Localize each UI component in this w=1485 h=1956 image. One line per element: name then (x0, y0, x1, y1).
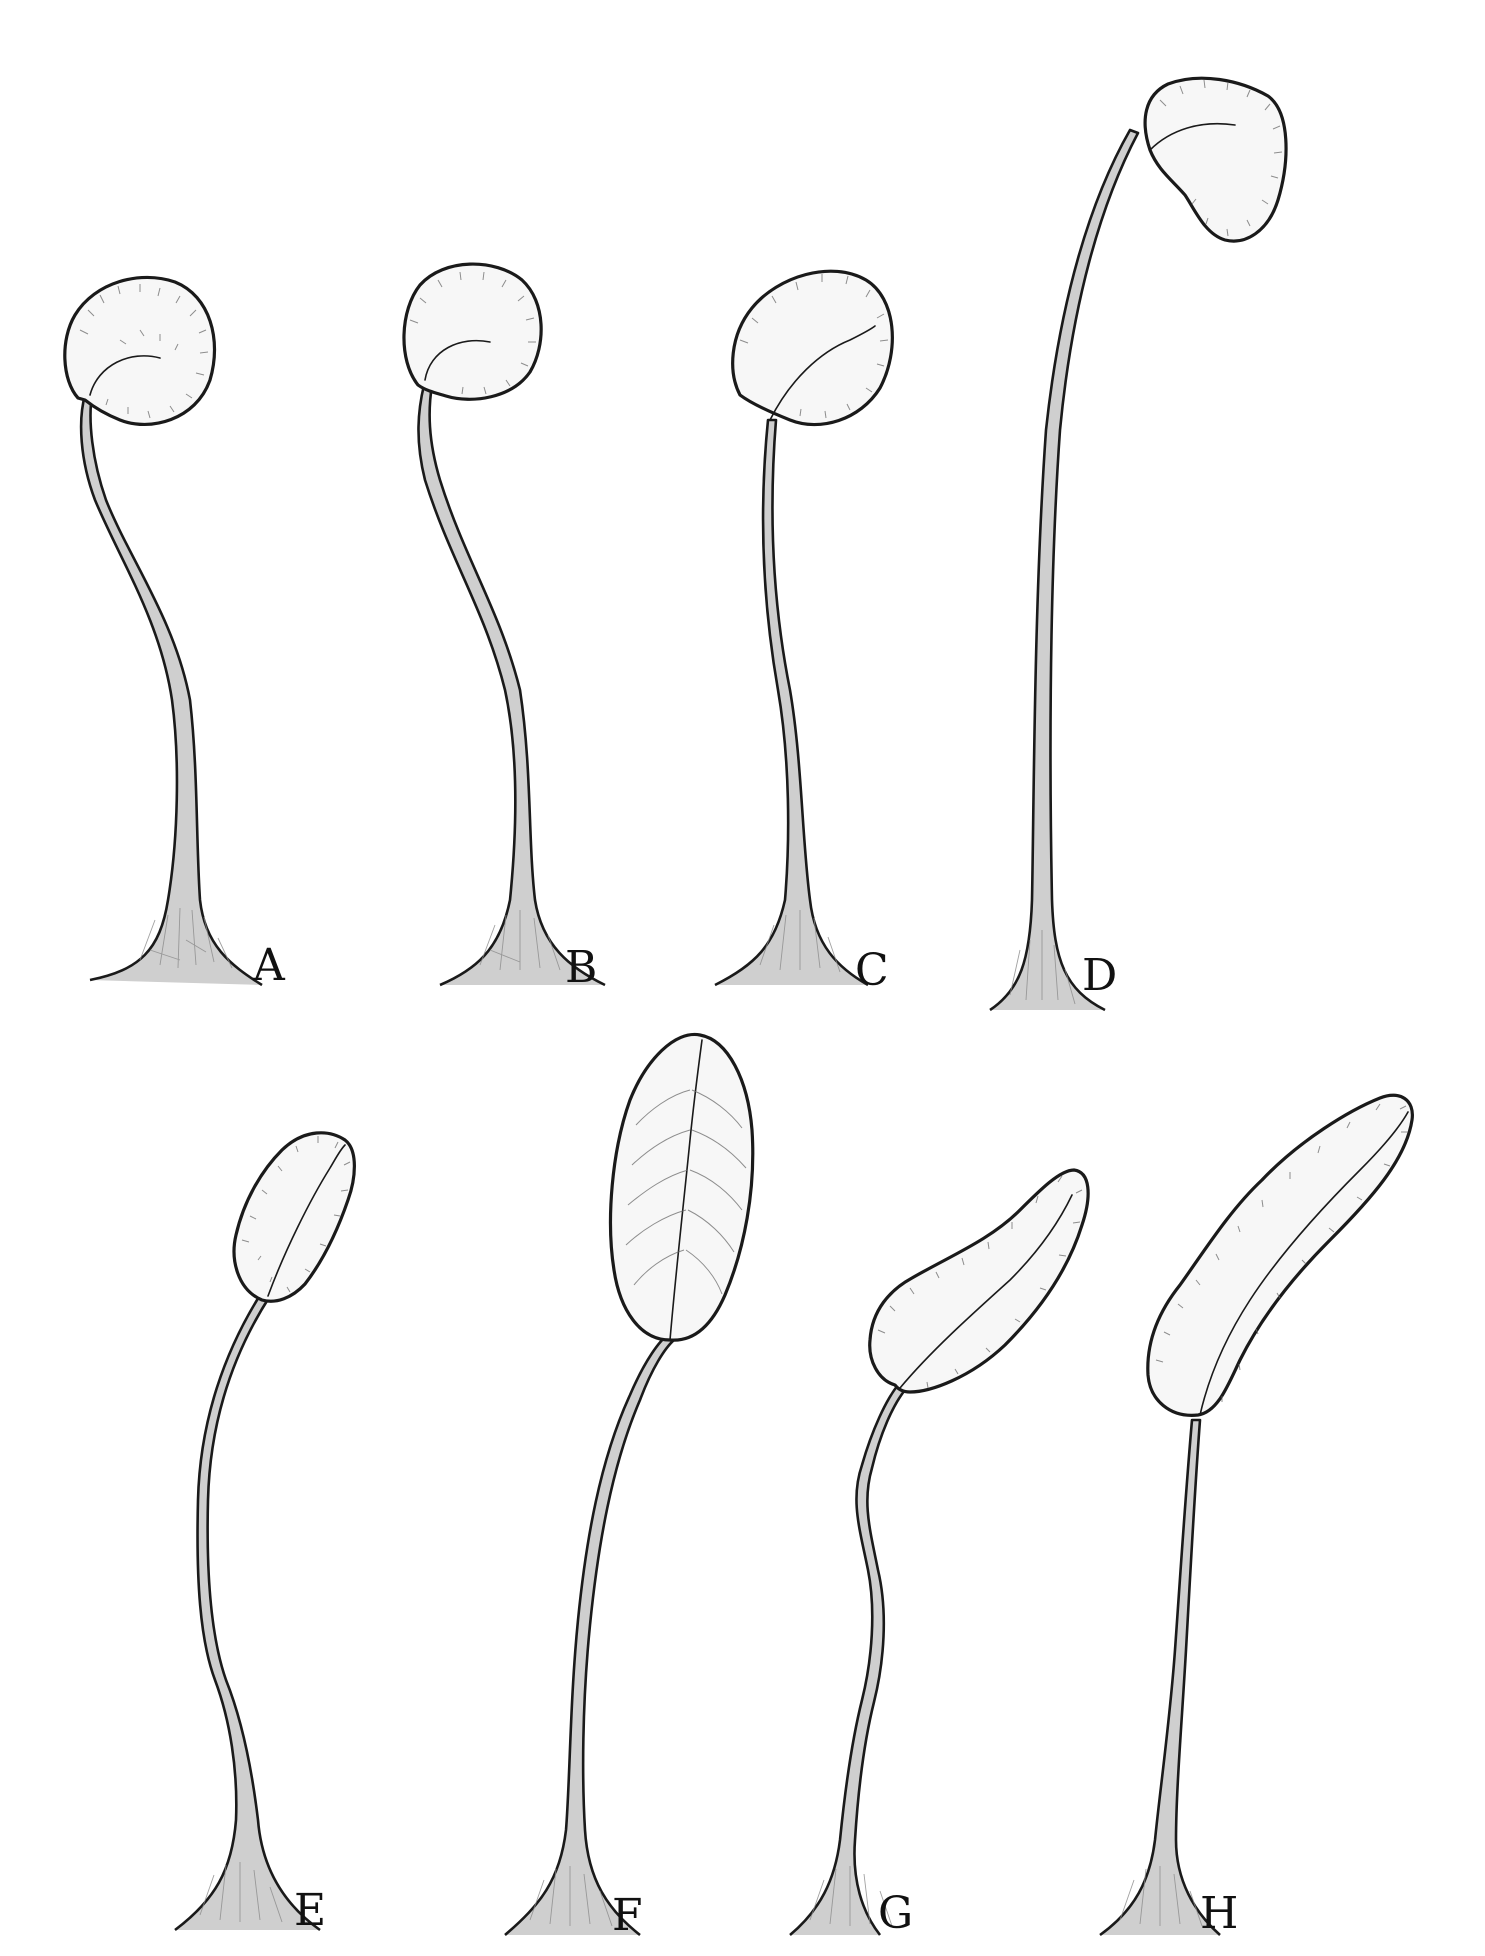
label-e: E (294, 1885, 326, 1936)
label-c: C (855, 945, 889, 996)
capsule-h (1146, 1093, 1414, 1417)
seta-h (1099, 1418, 1221, 1937)
specimen-d (989, 76, 1288, 1012)
seta-f (504, 1333, 676, 1937)
capsule-b (402, 262, 543, 401)
capsule-a (63, 275, 217, 427)
specimen-h (1099, 1093, 1414, 1937)
capsule-g (868, 1168, 1090, 1394)
capsule-f (608, 1032, 755, 1342)
label-h: H (1200, 1888, 1238, 1939)
capsule-d (1143, 76, 1288, 243)
specimen-c (714, 269, 894, 987)
seta-b (417, 383, 606, 987)
capsule-c (731, 269, 894, 427)
label-b: B (565, 942, 597, 993)
seta-d (989, 128, 1140, 1012)
seta-e (174, 1290, 321, 1932)
capsule-e (232, 1131, 356, 1303)
specimen-g (789, 1168, 1090, 1936)
specimen-f (504, 1032, 755, 1937)
label-g: G (878, 1888, 913, 1939)
seta-a (79, 393, 263, 987)
seta-c (714, 418, 869, 987)
specimen-b (402, 262, 606, 987)
label-f: F (612, 1890, 643, 1941)
label-a: A (252, 940, 286, 991)
seta-g (789, 1383, 907, 1936)
specimen-e (174, 1131, 356, 1932)
specimen-a (63, 275, 263, 987)
label-d: D (1082, 950, 1117, 1001)
